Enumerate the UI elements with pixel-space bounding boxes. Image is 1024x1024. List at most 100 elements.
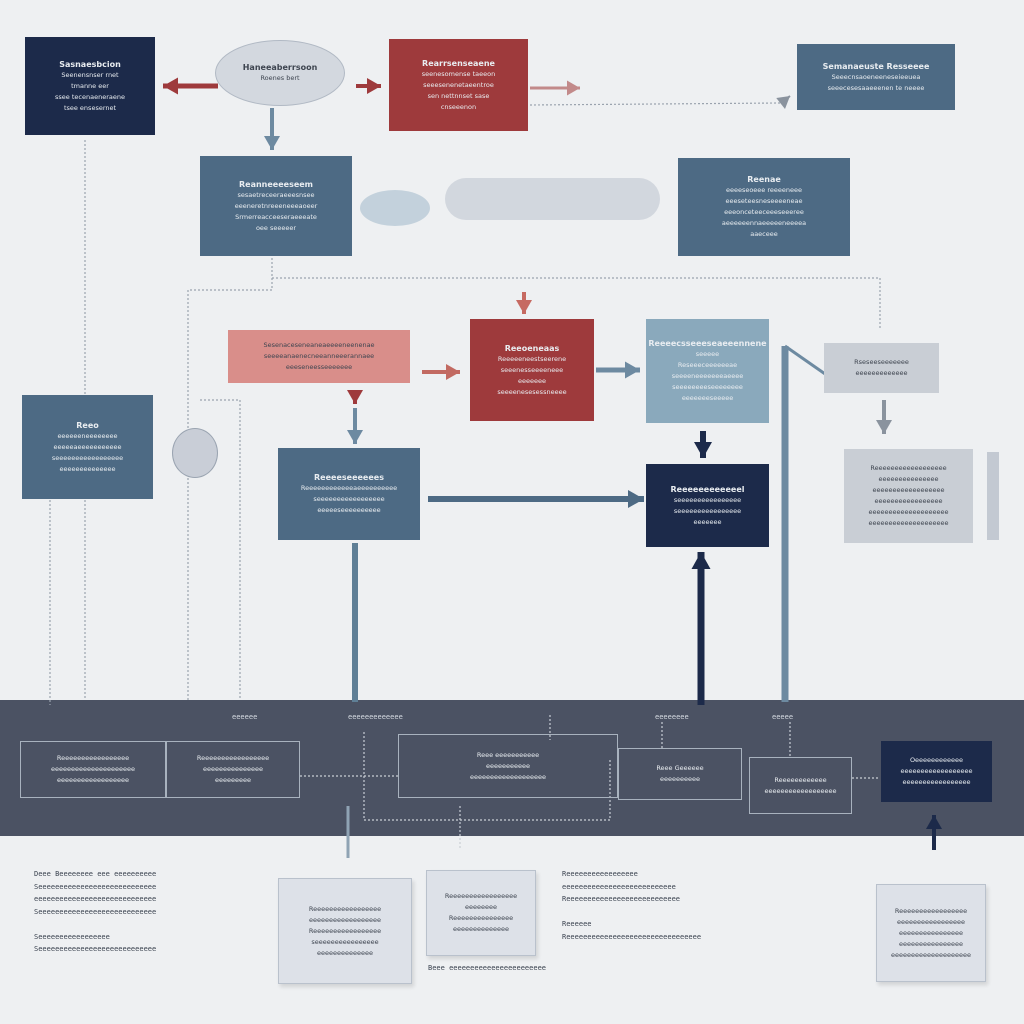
node-line: eeeeeee bbox=[518, 376, 546, 385]
node-n7[interactable]: Sesenaceseneaneaeeeeneenenae seeeeanaene… bbox=[228, 330, 410, 383]
band-box-b6[interactable]: Oeeeeeeeeeeee eeeeeeeeeeeeeeeeee eeeeeee… bbox=[881, 741, 992, 802]
band-tag: eeeeeeee bbox=[655, 713, 689, 721]
node-n9[interactable]: Reeeecsseeeseaeeennene seeeee Reseeeceee… bbox=[646, 319, 769, 423]
node-line: eeeseneesseeeeeee bbox=[285, 363, 353, 371]
band-tag: eeeeeeeeeeeee bbox=[348, 713, 403, 721]
node-line: Reeeeeeeeeeeeeeeee bbox=[308, 904, 382, 913]
node-line: eeeeeeeeeeeeeee bbox=[203, 765, 263, 773]
band-box-b4[interactable]: Reee Geeeeee eeeeeeeeee bbox=[618, 748, 742, 800]
dashed-link bbox=[363, 732, 611, 821]
node-line: Reeeeeeeeeeeeeeeee bbox=[56, 754, 130, 762]
arrow-down-head bbox=[516, 300, 532, 314]
note-line: Deee Beeeeeeee eee eeeeeeeeee bbox=[34, 870, 157, 878]
node-line: seeesenenetaeentroe bbox=[423, 80, 494, 89]
arrow-down-head bbox=[347, 430, 363, 444]
node-line: cnseeenon bbox=[440, 102, 477, 111]
note-line bbox=[562, 906, 701, 919]
decor-bubble bbox=[360, 190, 430, 226]
node-line: eeeeeeeeeeeeeeeeeeee bbox=[868, 508, 949, 516]
arrow-right-head bbox=[625, 361, 640, 379]
node-line: eeeeeeeeeee bbox=[486, 761, 530, 770]
node-line: Reeeeeeeeeeeeeee bbox=[448, 914, 514, 922]
dashed-link bbox=[187, 258, 273, 700]
note-line: Seeeeeeeeeeeeeeeeeeeeeeeeeeee bbox=[34, 945, 157, 953]
node-line: eeeeeeeeeeeeeee bbox=[878, 475, 939, 483]
node-line: eeeeeeeeeeeeeeeee bbox=[874, 497, 943, 505]
node-line: eeeeeeneeeeeeee bbox=[57, 431, 118, 440]
node-line: seenesomense taeeon bbox=[421, 69, 496, 78]
node-line: seeeeeeeeeeeeeeee bbox=[673, 495, 742, 504]
decor-capsule bbox=[445, 178, 660, 220]
note-line: eeeeeeeeeeeeeeeeeeeeeeeeeeeee bbox=[34, 895, 157, 903]
arrow-stub-head bbox=[567, 80, 580, 96]
node-line: eeeonceteeceeeseeeree bbox=[724, 208, 804, 216]
note-line: Seeeeeeeeeeeeeeeee bbox=[34, 932, 110, 941]
ghost-card-g1[interactable]: Reeeeeeeeeeeeeeeee eeeeeeeeeeeeeeeeee Re… bbox=[278, 878, 412, 984]
node-line: Reeeeeeeeeeeeaeeeeeeeeee bbox=[300, 484, 398, 492]
node-line: eeeeeeeeeeeeeeeee bbox=[897, 917, 965, 926]
node-line: eeeeeeeeeeeeeeeeeeeee bbox=[51, 765, 135, 773]
node-line: tsee ensesernet bbox=[63, 103, 117, 112]
node-n3[interactable]: Rearrsenseaene seenesomense taeeon seees… bbox=[389, 39, 528, 131]
note-line: eeeeeeeeeeeeeeeeeeeeeeeeeee bbox=[562, 882, 676, 891]
note-caption: Beee eeeeeeeeeeeeeeeeeeeeeee bbox=[428, 962, 546, 975]
arrow-down-head bbox=[264, 136, 280, 150]
arrow-right-head bbox=[367, 78, 381, 94]
node-line: eeeeeaeeeeeeeeeee bbox=[53, 442, 122, 451]
node-line: seeenesseeeeneee bbox=[500, 365, 564, 374]
process-band bbox=[0, 700, 1024, 836]
node-line: Reeeeeeeeeeeeeeeee bbox=[308, 926, 382, 935]
node-n13[interactable]: Reeeeeeeeeeeel seeeeeeeeeeeeeeee seeeeee… bbox=[646, 464, 769, 547]
node-line: eeeeseoeee reeeeneee bbox=[725, 186, 803, 194]
node-title: Sasnaesbcion bbox=[59, 59, 121, 69]
dashed-link bbox=[529, 102, 781, 106]
band-box-b1[interactable]: Reeeeeeeeeeeeeeeee eeeeeeeeeeeeeeeeeeeee… bbox=[20, 741, 166, 798]
node-n2[interactable]: Haneeaberrsoon Roenes bert bbox=[215, 40, 345, 106]
node-title: Reeoeneaas bbox=[504, 343, 560, 353]
node-line: eeeeeeeeeeeeeeeeee bbox=[309, 915, 381, 924]
note-line bbox=[34, 918, 156, 931]
arrow-down-head bbox=[876, 420, 892, 434]
node-line: seeeee bbox=[695, 350, 720, 358]
ghost-card-g3[interactable]: Reeeeeeeeeeeeeeeee eeeeeeeeeeeeeeeee eee… bbox=[876, 884, 986, 982]
band-box-b2[interactable]: Reeeeeeeeeeeeeeeee eeeeeeeeeeeeeee eeeee… bbox=[166, 741, 300, 798]
node-line: eeeseteesneseeeeneae bbox=[725, 197, 803, 205]
node-line: eeeeeeeeeeeeeeeeee bbox=[764, 786, 837, 795]
node-n6[interactable]: Reenae eeeeseoeee reeeeneee eeeseteesnes… bbox=[678, 158, 850, 256]
note-line: Seeeeeeeeeeeeeeeeeeeeeeeeeeee bbox=[34, 882, 157, 891]
node-line: Reeeeeeeeeeee bbox=[774, 775, 827, 784]
node-n12[interactable]: Reeeeseeeeees Reeeeeeeeeeeeaeeeeeeeeee s… bbox=[278, 448, 420, 540]
band-box-b5[interactable]: Reeeeeeeeeeee eeeeeeeeeeeeeeeeee bbox=[749, 757, 852, 814]
note-line: Reeeeeeeeeeeeeeeee bbox=[562, 870, 638, 878]
node-line: seeeeneeeeeeeaeeee bbox=[671, 372, 744, 380]
arrow-up-head bbox=[347, 390, 363, 404]
node-line: eeeeeeeeeeeeeeeeeee bbox=[470, 772, 546, 781]
node-title: Haneeaberrsoon bbox=[242, 63, 318, 72]
band-box-b3[interactable]: Reee eeeeeeeeeee eeeeeeeeeee eeeeeeeeeee… bbox=[398, 734, 618, 798]
node-n14[interactable]: Reeeeeeeeeeeeeeeeee eeeeeeeeeeeeeee eeee… bbox=[844, 449, 973, 543]
note-line: Reeeeeeeeeeeeeeeeeeeeeeeeeeeeeeee bbox=[562, 932, 702, 941]
node-n11[interactable]: Reeo eeeeeeneeeeeeee eeeeeaeeeeeeeeeee s… bbox=[22, 395, 153, 499]
node-n8[interactable]: Reeoeneaas Reeeeeneestseerene seeenessee… bbox=[470, 319, 594, 421]
node-line: tmanne eer bbox=[71, 81, 109, 90]
node-line: eeeeeeeseeeee bbox=[681, 394, 734, 402]
node-line: seeecesesaaeeenen te neeee bbox=[827, 83, 925, 92]
node-n4[interactable]: Semanaeuste Resseeee Seeecnsaoeneeneseie… bbox=[797, 44, 955, 110]
node-title: Reeeecsseeeseaeeennene bbox=[648, 339, 767, 348]
node-line: eeeeeeee bbox=[465, 903, 497, 911]
node-n5[interactable]: Reanneeeeseem sesaetreceeraeeesnsee eeen… bbox=[200, 156, 352, 256]
decor-blob bbox=[172, 428, 218, 478]
node-line: Reee Geeeeee bbox=[656, 764, 704, 772]
note-block-right: Reeeeeeeeeeeeeeeee eeeeeeeeeeeeeeeeeeeee… bbox=[562, 868, 701, 943]
note-line: Beee eeeeeeeeeeeeeeeeeeeeeee bbox=[428, 964, 547, 972]
note-block-left: Deee Beeeeeeee eee eeeeeeeeee Seeeeeeeee… bbox=[34, 868, 156, 956]
node-line: eeeeeeeeeeeeeeee bbox=[899, 928, 963, 937]
node-line: seeeeeeeeeeeeeeee bbox=[673, 506, 742, 515]
arrow-down-head bbox=[694, 442, 712, 458]
ghost-card-g2[interactable]: Reeeeeeeeeeeeeeeee eeeeeeee Reeeeeeeeeee… bbox=[426, 870, 536, 956]
node-line: Rseseeseeeeeee bbox=[854, 358, 909, 366]
node-line: Oeeeeeeeeeeee bbox=[909, 756, 964, 764]
node-n10[interactable]: Rseseeseeeeeee eeeeeeeeeeeee bbox=[824, 343, 939, 393]
node-n1[interactable]: Sasnaesbcion Seenensnser rnet tmanne eer… bbox=[25, 37, 155, 135]
